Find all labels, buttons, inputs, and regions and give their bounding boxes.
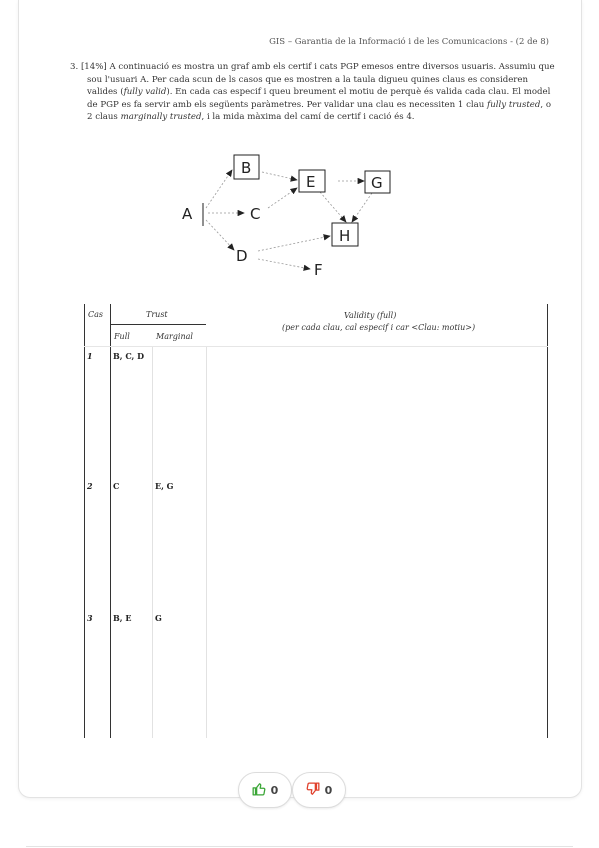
pgp-certificate-graph: A B C D E G H F (172, 150, 402, 282)
header-full: Full (114, 332, 130, 341)
node-e-box (298, 169, 326, 193)
row-2-full: C (113, 481, 120, 491)
node-b-box (233, 154, 260, 180)
cases-table: Cas Trust Full Marginal Validity (full) … (84, 304, 548, 738)
node-a: A (182, 205, 193, 223)
row-3-cas: 3 (87, 613, 93, 623)
node-b: B (241, 159, 251, 177)
edge-d-h (257, 234, 331, 252)
header-validity: Validity (full) (344, 311, 397, 320)
upvote-button[interactable]: 0 (238, 772, 292, 808)
document-card (18, 0, 582, 798)
table-col-divider-3 (206, 346, 207, 738)
edge-d-f (257, 258, 311, 271)
table-border-left (84, 304, 85, 738)
header-validity-sub: (per cada clau, cal especif i car <Clau:… (282, 323, 476, 332)
edge-a-b (205, 169, 233, 209)
trust-header-rule (110, 324, 206, 325)
node-g: G (371, 174, 383, 192)
table-col-divider-1 (110, 304, 111, 738)
row-3-full: B, E (113, 613, 132, 623)
downvote-button[interactable]: 0 (292, 772, 346, 808)
edge-a-d (205, 219, 235, 251)
header-marginal: Marginal (156, 332, 193, 341)
page-header: GIS – Garantia de la Informació i de les… (269, 37, 549, 47)
thumbs-down-icon (306, 782, 320, 799)
node-f: F (314, 261, 323, 279)
footer-divider (26, 846, 573, 847)
edge-e-h (319, 191, 347, 223)
edge-b-e (261, 171, 298, 182)
question-number: 3. (70, 62, 79, 72)
table-col-divider-2 (152, 346, 153, 738)
node-d: D (236, 247, 248, 265)
node-e: E (306, 173, 315, 191)
table-border-right (547, 304, 548, 738)
upvote-count: 0 (270, 783, 279, 797)
row-2-marginal: E, G (155, 481, 174, 491)
node-c: C (250, 205, 260, 223)
header-trust: Trust (146, 310, 168, 319)
edge-g-h (351, 192, 373, 223)
row-3-marginal: G (155, 613, 162, 623)
row-1-full: B, C, D (113, 351, 145, 361)
question-text: 3. [14%] A continuació es mostra un graf… (70, 62, 555, 123)
thumbs-up-icon (252, 782, 266, 799)
edge-c-e (267, 187, 298, 209)
node-h-box (331, 222, 359, 247)
node-h: H (339, 227, 350, 245)
header-cas: Cas (88, 310, 103, 319)
row-1-cas: 1 (87, 351, 93, 361)
node-g-box (364, 170, 391, 194)
header-bottom-rule (84, 346, 548, 347)
downvote-count: 0 (324, 783, 333, 797)
question-3: 3. [14%] A continuació es mostra un graf… (70, 61, 558, 124)
vote-bar: 0 0 (238, 772, 346, 808)
row-2-cas: 2 (87, 481, 93, 491)
